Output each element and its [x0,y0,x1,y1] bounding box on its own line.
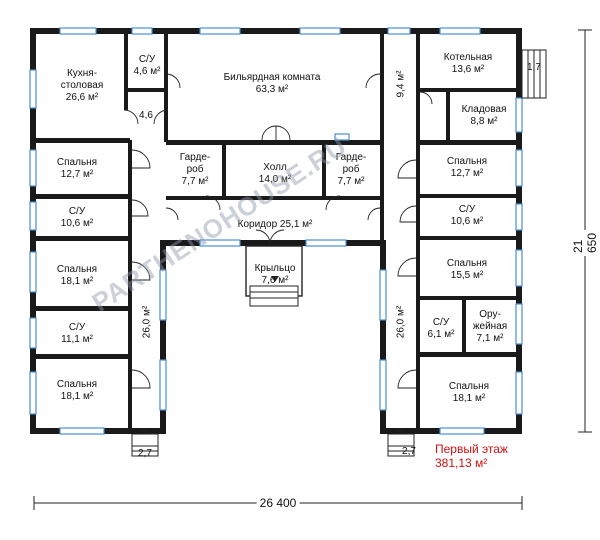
room-area: 13,6 м² [451,64,485,75]
room-area: 4,6 м² [133,66,161,77]
height-dimension: 21 650 [571,229,599,257]
floor-caption: Первый этаж 381,13 м² [435,442,508,470]
room-area: 18,1 м² [60,276,94,287]
room-area: 7,7 м² [181,176,209,187]
room-name: Кладовая [461,104,507,115]
room-area: 10,6 м² [60,218,94,229]
room-wardrobe-left: Гарде- роб 7,7 м² [180,152,210,188]
dimension-lines [33,29,592,510]
room-wc-l1: С/У 10,6 м² [61,206,93,230]
room-wc-r2: С/У 6,1 м² [428,317,455,341]
room-bedroom-r1: Спальня 12,7 м² [447,156,487,180]
room-name: С/У [432,317,450,328]
room-name: Спальня [448,381,490,392]
room-name: Гарде- роб [335,152,367,175]
room-name: Спальня [446,156,488,167]
room-corridor: Коридор 25,1 м² [238,219,313,231]
room-pantry: Кладовая 8,8 м² [462,104,507,128]
room-name: С/У [68,206,86,217]
room-bedroom-r3: Спальня 18,1 м² [449,381,489,405]
room-area: 12,7 м² [60,169,94,180]
floor-total-area: 381,13 м² [435,456,488,470]
room-area: 15,5 м² [450,270,484,281]
room-wardrobe-right: Гарде- роб 7,7 м² [336,152,366,188]
left-gallery-area: 26,0 м² [141,305,153,339]
room-area: 8,8 м² [470,116,498,127]
entrance-right-label: 2,7 [402,446,416,457]
room-name: Коридор [237,219,278,230]
room-boiler: Котельная 13,6 м² [444,52,492,76]
room-bedroom-l2: Спальня 18,1 м² [57,264,97,288]
windows [29,27,523,435]
room-area: 10,6 м² [450,216,484,227]
room-name: Котельная [443,52,493,63]
room-name: Спальня [446,258,488,269]
entrance-top-right-label: 1,7 [527,62,541,73]
room-hall: Холл 14,0 м² [259,162,291,186]
room-area: 26,6 м² [65,92,99,103]
room-kitchen: Кухня- столовая 26,6 м² [61,68,104,104]
right-gallery-area: 26,0 м² [395,305,407,339]
right-top-corridor-area: 9,4 м² [395,70,407,98]
room-name: С/У [138,54,156,65]
room-name: Спальня [56,379,98,390]
width-dimension: 26 400 [256,496,300,510]
room-name: Кухня- столовая [60,68,104,91]
room-bedroom-r2: Спальня 15,5 м² [447,258,487,282]
room-area: 25,1 м² [279,219,313,230]
room-billiard: Бильярдная комната 63,3 м² [224,72,321,96]
room-vestibule-left: 4,6 [139,110,153,122]
room-name: С/У [458,204,476,215]
room-wc-top: С/У 4,6 м² [134,54,161,78]
room-bedroom-l1: Спальня 12,7 м² [57,157,97,181]
room-name: Спальня [56,157,98,168]
room-bedroom-l3: Спальня 18,1 м² [57,379,97,403]
room-area: 4,6 [139,110,153,121]
room-area: 6,1 м² [427,329,455,340]
room-wc-r1: С/У 10,6 м² [451,204,483,228]
room-area: 18,1 м² [452,393,486,404]
room-area: 7,1 м² [476,333,504,344]
room-wc-l2: С/У 11,1 м² [61,322,93,346]
room-porch: Крыльцо 7,6 м² [255,263,296,287]
room-area: 11,1 м² [61,334,93,345]
room-area: 7,7 м² [337,176,365,187]
room-name: Крыльцо [254,263,296,274]
steps [131,49,547,457]
room-area: 12,7 м² [450,168,484,179]
room-name: Ору- жейная [472,309,508,332]
room-name: Спальня [56,264,98,275]
entrance-left-label: 2,7 [138,448,152,459]
room-area: 7,6 м² [261,275,289,286]
room-area: 14,0 м² [258,174,292,185]
room-name: Гарде- роб [179,152,211,175]
room-area: 18,1 м² [60,391,94,402]
room-area: 63,3 м² [255,84,289,95]
room-name: Бильярдная комната [223,72,321,83]
floor-title: Первый этаж [435,442,508,456]
room-name: Холл [263,162,287,173]
room-armory: Ору- жейная 7,1 м² [473,309,507,345]
room-name: С/У [68,322,86,333]
